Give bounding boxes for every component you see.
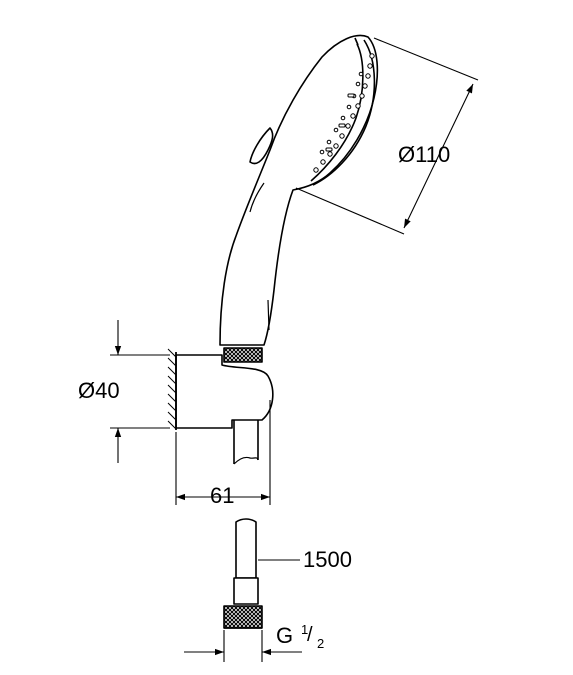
label-holder-diameter: Ø40 — [78, 378, 120, 403]
hose-assembly — [223, 518, 263, 629]
label-thread-prefix: G — [276, 623, 294, 648]
label-head-diameter: Ø110 — [398, 142, 451, 167]
label-thread-denominator: 2 — [317, 636, 325, 651]
shower-head-face — [310, 43, 364, 182]
hose-ferrule — [233, 577, 259, 605]
holder-body — [175, 354, 274, 429]
dimensions — [110, 37, 479, 662]
hose-lower-segment — [235, 518, 257, 579]
shower-connector-knurl — [223, 347, 263, 363]
label-thread-slash: / — [307, 624, 313, 646]
spray-nozzles — [313, 53, 375, 173]
spray-selector-button — [249, 127, 274, 165]
label-thread-numerator: 1 — [301, 622, 309, 637]
wall-hatching — [167, 348, 177, 430]
label-holder-depth: 61 — [210, 483, 235, 508]
wall-holder — [167, 348, 274, 465]
hose-nut-knurl — [223, 605, 263, 629]
label-hose-length: 1500 — [303, 547, 352, 572]
hose-upper-segment — [233, 420, 259, 464]
shower-body-outline — [219, 34, 379, 346]
dim-110-line — [403, 83, 474, 229]
shower-head-rim — [312, 39, 376, 186]
hand-shower — [219, 34, 379, 363]
